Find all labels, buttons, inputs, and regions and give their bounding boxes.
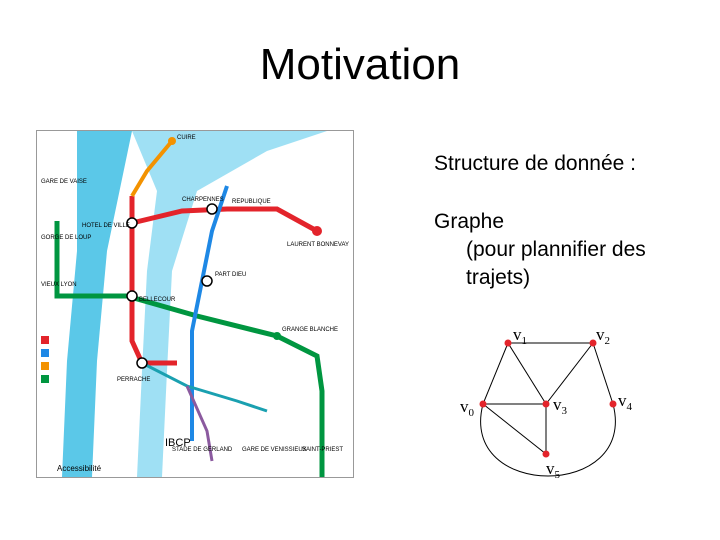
line-t2 (185, 385, 214, 462)
legend-d-swatch (41, 375, 49, 383)
station-charpennes-marker (206, 203, 218, 215)
edge-v0-v1 (482, 342, 509, 405)
node-label-v5: v5 (546, 459, 561, 481)
graph-desc-line2: trajets) (466, 266, 531, 289)
graph-diagram: v1 v2 v0 v3 v4 v5 (460, 325, 633, 481)
river-rhone (132, 131, 327, 477)
label-ibcp: IBCP (165, 437, 191, 449)
edge-v0-v5 (482, 403, 547, 455)
label-gorge-de-loup: GORGE DE LOUP (41, 235, 91, 241)
line-t1 (141, 361, 268, 413)
station-laurent-bonnevay-marker (312, 226, 322, 236)
station-cuire-marker (168, 137, 176, 145)
graph-label: Graphe (434, 210, 505, 233)
label-gare-de-vaise: GARE DE VAISE (41, 179, 87, 185)
edge-v2-v4 (592, 342, 614, 405)
station-perrache-marker (136, 357, 148, 369)
node-label-v3: v3 (553, 395, 568, 417)
node-label-v4: v4 (618, 391, 633, 413)
legend-a-swatch (41, 336, 49, 344)
label-cuire: CUIRE (177, 135, 196, 141)
label-stade-de-gerland: STADE DE GERLAND (172, 447, 233, 453)
node-label-v0: v0 (460, 397, 475, 419)
label-charpennes: CHARPENNES (182, 197, 224, 203)
edge-v2-v3 (545, 342, 594, 405)
label-accessibilite: Accessibilité (57, 464, 102, 473)
edge-v1-v3 (507, 342, 547, 405)
label-hotel-de-ville: HOTEL DE VILLE (82, 223, 130, 229)
node-label-v1: v1 (513, 325, 527, 347)
line-c (130, 139, 174, 198)
label-gare-de-venissieux: GARE DE VENISSIEUX (242, 447, 307, 453)
node-v2 (589, 339, 597, 347)
label-laurent-bonnevay: LAURENT BONNEVAY (287, 242, 349, 248)
metro-map: CUIRE GARE DE VAISE HOTEL DE VILLE GORGE… (36, 130, 354, 478)
line-b (190, 185, 229, 441)
line-d (54, 221, 325, 477)
label-grange-blanche: GRANGE BLANCHE (282, 327, 338, 333)
node-v3 (542, 400, 550, 408)
legend-b-swatch (41, 349, 49, 357)
label-republique: REPUBLIQUE (232, 199, 271, 205)
label-bellecour: BELLECOUR (139, 297, 176, 303)
graph-desc-line1: (pour plannifier des (466, 238, 646, 261)
edge-v0-v4-arc (480, 403, 616, 477)
label-part-dieu: PART DIEU (215, 272, 246, 278)
slide-title: Motivation (259, 40, 461, 89)
node-v5 (542, 450, 550, 458)
node-v0 (479, 400, 487, 408)
label-vieux-lyon: VIEUX LYON (41, 282, 77, 288)
station-grange-blanche-marker (273, 332, 281, 340)
station-part-dieu-marker (201, 275, 213, 287)
structure-label: Structure de donnée : (434, 152, 636, 175)
node-label-v2: v2 (596, 325, 610, 347)
station-hotel-de-ville-marker (126, 217, 138, 229)
label-saint-priest: SAINT-PRIEST (302, 447, 343, 453)
graph-description: Graphe (pour plannifier des trajets) (434, 208, 646, 292)
label-perrache: PERRACHE (117, 377, 150, 383)
node-v1 (504, 339, 512, 347)
node-v4 (609, 400, 617, 408)
legend-c-swatch (41, 362, 49, 370)
line-a (129, 196, 319, 366)
station-bellecour-marker (126, 290, 138, 302)
river-saone (62, 131, 132, 477)
